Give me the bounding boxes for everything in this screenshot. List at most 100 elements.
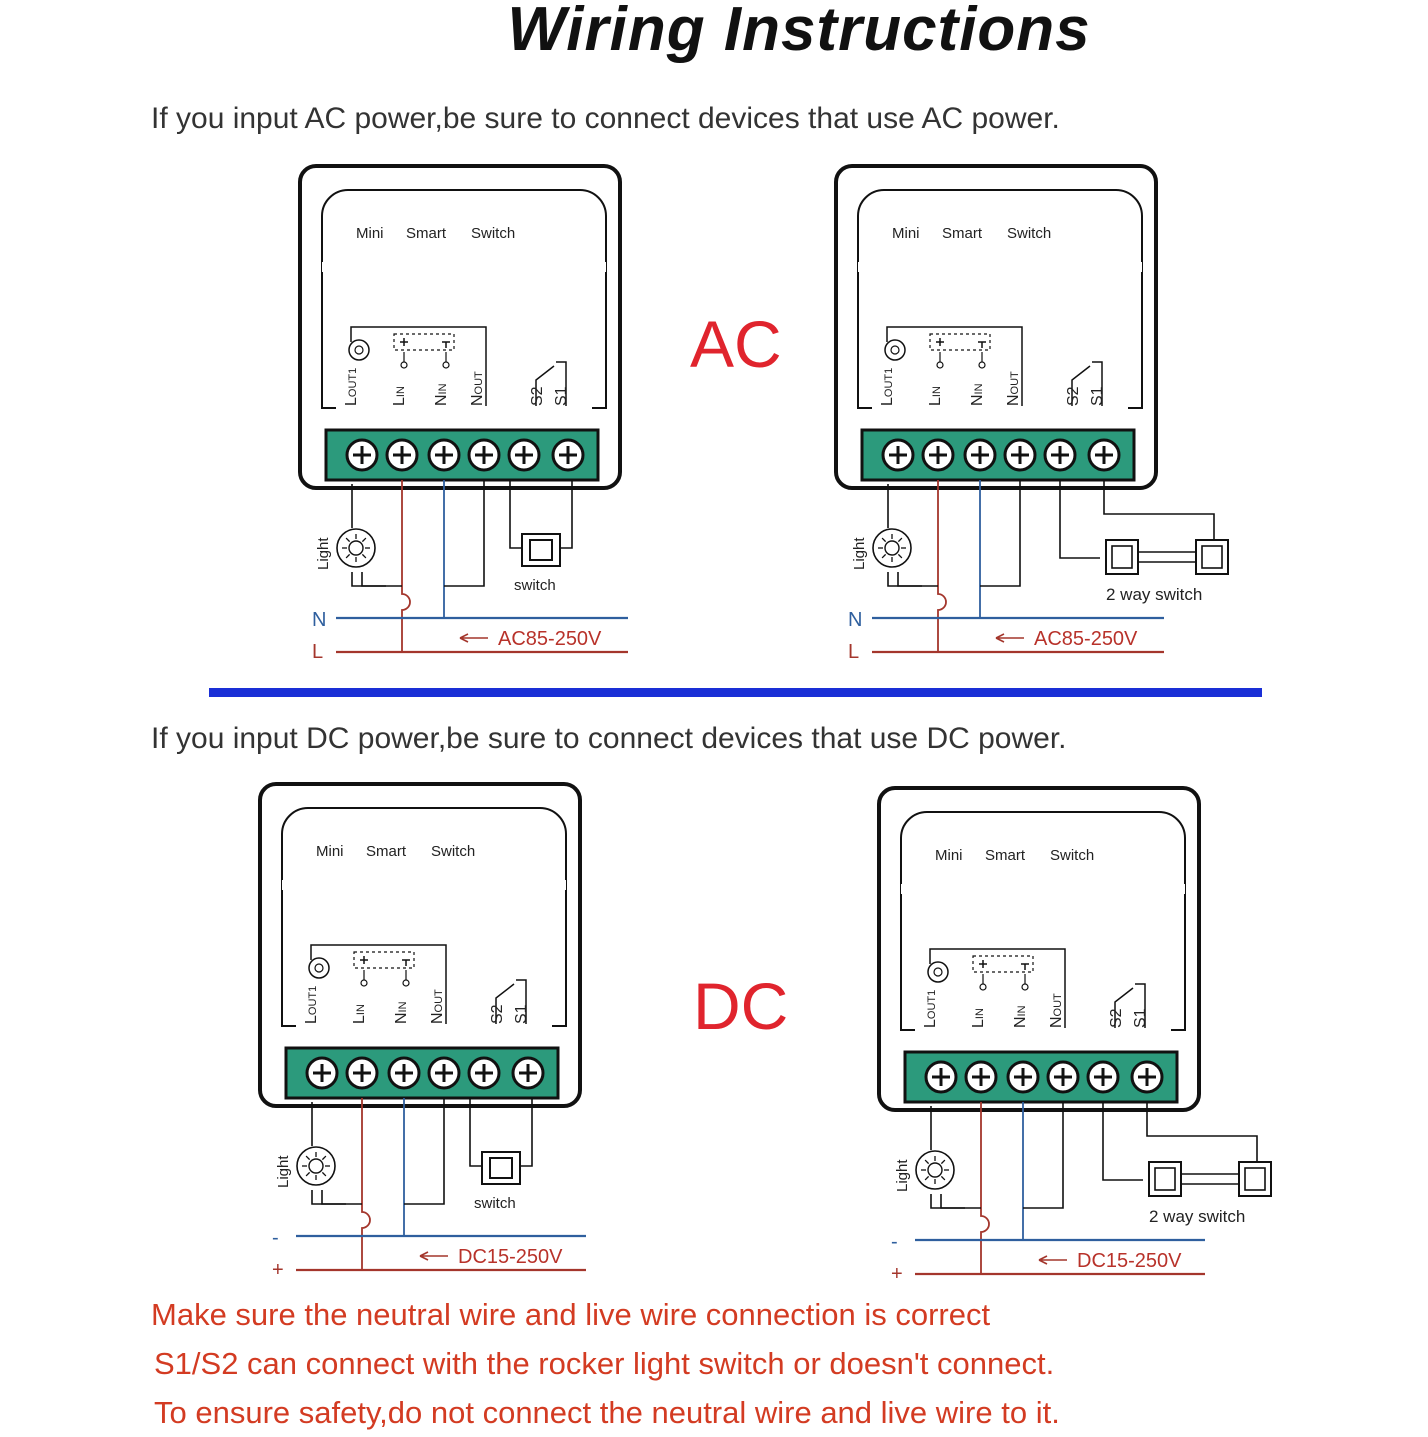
internal-light-icon <box>348 339 370 361</box>
bottom-supply-label: + <box>272 1259 284 1281</box>
terminal-label-s1: S1 <box>553 386 570 406</box>
terminal-label-nout: NOUT <box>1005 371 1022 406</box>
two-way-switch-label: 2 way switch <box>1106 585 1202 604</box>
svg-text:NIN: NIN <box>1012 1005 1029 1028</box>
device-label-switch: Switch <box>1007 225 1051 242</box>
svg-text:LIN: LIN <box>970 1008 987 1028</box>
top-supply-label: N <box>312 609 326 631</box>
internal-dc-block <box>972 955 1034 973</box>
light-label: Light <box>275 1155 292 1188</box>
terminal-label-lout: LOUT1 <box>303 986 320 1024</box>
svg-text:LOUT1: LOUT1 <box>343 368 360 406</box>
terminal-label-s2: S2 <box>1065 386 1082 406</box>
svg-text:NOUT: NOUT <box>1005 371 1022 406</box>
device-label-smart: Smart <box>406 225 447 242</box>
svg-text:S2: S2 <box>1065 386 1082 406</box>
light-label: Light <box>315 537 332 570</box>
terminal-label-nout: NOUT <box>469 371 486 406</box>
svg-text:S1: S1 <box>513 1004 530 1024</box>
ac-intro-text: If you input AC power,be sure to connect… <box>151 102 1060 135</box>
terminal-label-s2: S2 <box>1108 1008 1125 1028</box>
svg-text:Light: Light <box>275 1155 292 1188</box>
terminal-label-lout: LOUT1 <box>879 368 896 406</box>
supply-voltage-label: AC85-250V <box>1034 628 1138 650</box>
svg-text:LOUT1: LOUT1 <box>879 368 896 406</box>
terminal-label-s1: S1 <box>1089 386 1106 406</box>
supply-voltage-label: DC15-250V <box>1077 1250 1182 1272</box>
terminal-label-nin: NIN <box>433 383 450 406</box>
internal-light-icon <box>927 961 949 983</box>
svg-text:NIN: NIN <box>433 383 450 406</box>
internal-dc-block <box>353 951 415 969</box>
ac-label: AC <box>690 307 782 381</box>
dc-intro-text: If you input DC power,be sure to connect… <box>151 722 1067 755</box>
internal-switch-symbol <box>495 979 527 1024</box>
supply-arrow-icon <box>419 1251 448 1261</box>
device-label-mini: Mini <box>356 225 384 242</box>
supply-voltage-label: DC15-250V <box>458 1246 563 1268</box>
supply-arrow-icon <box>459 633 488 643</box>
svg-text:NIN: NIN <box>969 383 986 406</box>
nout-wire <box>1023 1102 1064 1209</box>
terminal-label-nin: NIN <box>969 383 986 406</box>
svg-text:Light: Light <box>315 537 332 570</box>
bottom-supply-label: + <box>891 1263 903 1285</box>
internal-dc-block <box>393 333 455 351</box>
svg-text:S2: S2 <box>1108 1008 1125 1028</box>
device-label-smart: Smart <box>366 843 407 860</box>
internal-switch-symbol <box>1071 361 1103 406</box>
nout-wire <box>980 480 1021 587</box>
terminal-label-nout: NOUT <box>1048 993 1065 1028</box>
live-wire <box>361 1098 371 1270</box>
svg-text:NOUT: NOUT <box>1048 993 1065 1028</box>
internal-dc-block <box>929 333 991 351</box>
svg-text:LOUT1: LOUT1 <box>922 990 939 1028</box>
svg-text:Light: Light <box>851 537 868 570</box>
terminal-label-nin: NIN <box>1012 1005 1029 1028</box>
note-line-2: S1/S2 can connect with the rocker light … <box>154 1346 1055 1381</box>
device-label-switch: Switch <box>1050 847 1094 864</box>
terminal-label-nout: NOUT <box>429 989 446 1024</box>
terminal-label-s2: S2 <box>489 1004 506 1024</box>
svg-text:S1: S1 <box>1132 1008 1149 1028</box>
live-wire <box>980 1102 990 1274</box>
light-label: Light <box>851 537 868 570</box>
svg-text:S2: S2 <box>529 386 546 406</box>
note-line-3: To ensure safety,do not connect the neut… <box>154 1395 1060 1430</box>
device-label-mini: Mini <box>935 847 963 864</box>
top-supply-label: N <box>848 609 862 631</box>
svg-text:LIN: LIN <box>927 386 944 406</box>
svg-text:NIN: NIN <box>393 1001 410 1024</box>
terminal-label-nin: NIN <box>393 1001 410 1024</box>
bottom-supply-label: L <box>848 641 859 663</box>
terminal-label-s1: S1 <box>1132 1008 1149 1028</box>
bottom-supply-label: L <box>312 641 323 663</box>
terminal-label-lin: LIN <box>351 1004 368 1024</box>
live-wire <box>401 480 411 652</box>
two-way-wires <box>1059 480 1215 559</box>
supply-voltage-label: AC85-250V <box>498 628 602 650</box>
terminal-label-s1: S1 <box>513 1004 530 1024</box>
live-wire <box>937 480 947 652</box>
two-way-switch-label: 2 way switch <box>1149 1207 1245 1226</box>
svg-text:LIN: LIN <box>391 386 408 406</box>
supply-arrow-icon <box>995 633 1024 643</box>
device-label-smart: Smart <box>985 847 1026 864</box>
internal-switch-symbol <box>1114 983 1146 1028</box>
device-label-switch: Switch <box>431 843 475 860</box>
internal-light-icon <box>308 957 330 979</box>
terminal-label-lin: LIN <box>970 1008 987 1028</box>
switch-label: switch <box>474 1195 516 1212</box>
safety-notes: Make sure the neutral wire and live wire… <box>151 1290 1060 1437</box>
supply-arrow-icon <box>1038 1255 1067 1265</box>
svg-text:Light: Light <box>894 1159 911 1192</box>
svg-text:LIN: LIN <box>351 1004 368 1024</box>
switch-label: switch <box>514 577 556 594</box>
terminal-label-lin: LIN <box>927 386 944 406</box>
terminal-label-s2: S2 <box>529 386 546 406</box>
